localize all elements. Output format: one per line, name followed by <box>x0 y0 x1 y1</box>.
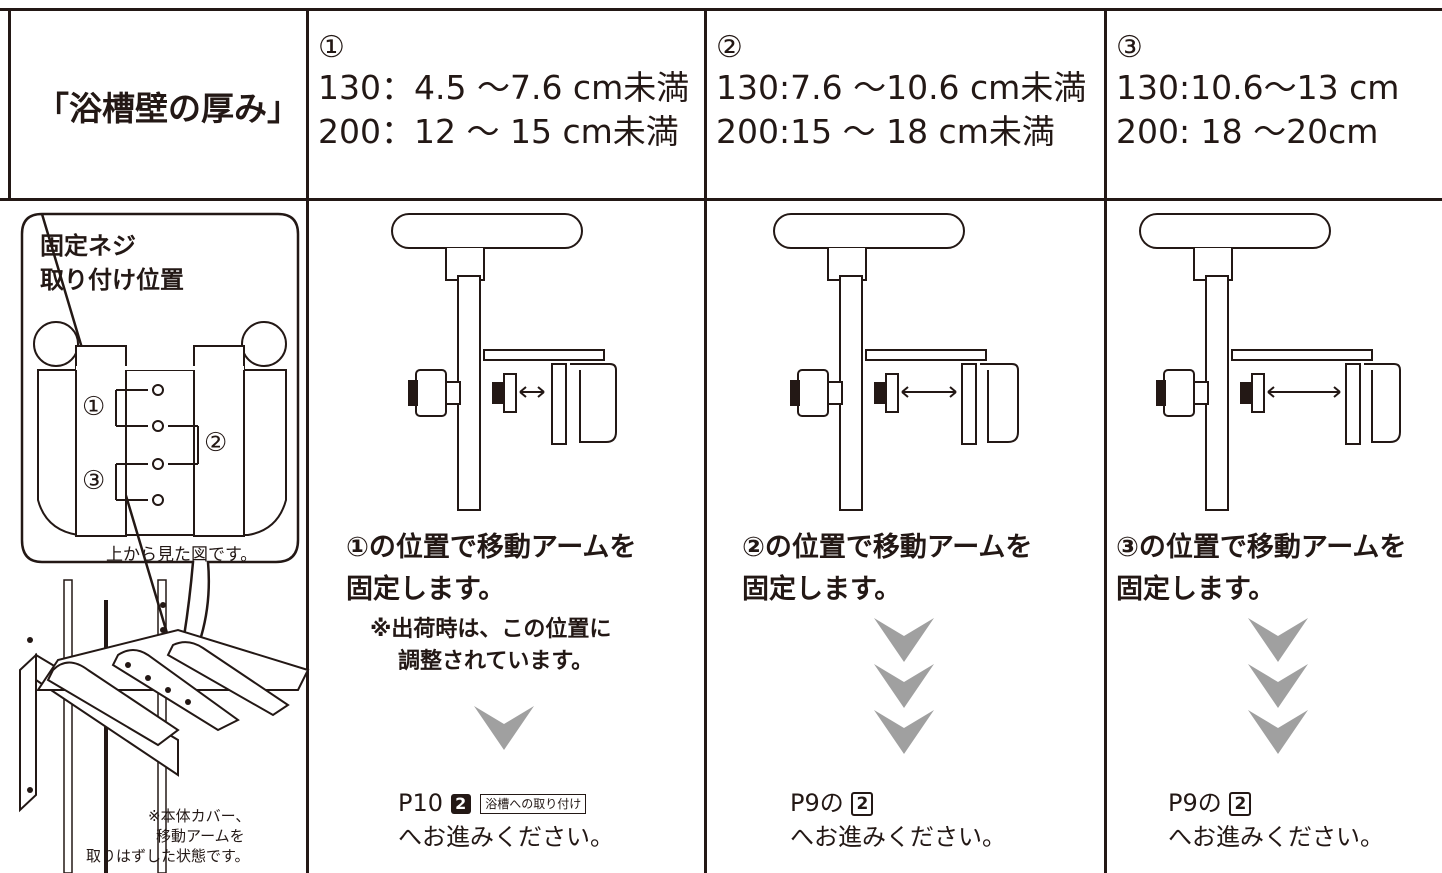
marker-position-1: ① <box>82 392 106 422</box>
wall-thickness-label: 「浴槽壁の厚み」 <box>36 89 300 128</box>
column-divider-3 <box>1104 8 1107 873</box>
header-column-2: ② 130:7.6 ～10.6 cm未満 200:15 ～ 18 cm未満 <box>716 30 1086 154</box>
step-2-goto-suffix: へお進みください。 <box>790 823 1006 851</box>
step-2-goto-line: P9の 2 <box>790 784 874 822</box>
step-3-goto-badge-number: 2 <box>1229 792 1252 816</box>
step-2-down-chevrons-icon <box>874 618 934 754</box>
header-column-3-number: ③ <box>1116 30 1143 65</box>
column-divider-1 <box>306 8 309 873</box>
step-1-shipping-note-line-1: ※出荷時は、この位置に <box>370 617 612 642</box>
step-1-shipping-note-line-2: 調整されています。 <box>398 649 594 674</box>
step-1-instruction-line-2: 固定します。 <box>346 574 506 605</box>
table-top-border <box>0 8 1442 11</box>
header-column-1-row-200: 200：12 ～ 15 cm未満 <box>318 112 679 151</box>
step-2-goto-badge-number: 2 <box>851 792 874 816</box>
step-3-goto-page: P9の <box>1168 789 1222 817</box>
removed-cover-note-line-2: 移動アームを <box>156 827 245 845</box>
marker-position-3: ③ <box>82 466 106 496</box>
callout-title-line-1: 固定ネジ <box>40 232 136 260</box>
step-1-goto-page: P10 <box>398 789 444 817</box>
step-3-down-chevrons-icon <box>1248 618 1308 754</box>
step-3-instruction-line-1: ③の位置で移動アームを <box>1116 532 1407 563</box>
header-column-2-row-130: 130:7.6 ～10.6 cm未満 <box>716 68 1087 107</box>
header-column-2-number: ② <box>716 30 743 65</box>
callout-caption: 上から見た図です。 <box>106 545 258 565</box>
step-1-goto-badge-text: 浴槽への取り付け <box>480 794 587 814</box>
header-column-1: ① 130：4.5 ～7.6 cm未満 200：12 ～ 15 cm未満 <box>318 30 689 154</box>
step-1-goto-suffix: へお進みください。 <box>398 823 614 851</box>
header-column-3: ③ 130:10.6～13 cm 200: 18 ～20cm <box>1116 30 1399 154</box>
arm-clamp-diagram-3 <box>1139 213 1401 511</box>
column-divider-2 <box>704 8 707 873</box>
removed-cover-note-line-3: 取りはずした状態です。 <box>86 847 250 865</box>
step-3-goto-suffix: へお進みください。 <box>1168 823 1384 851</box>
header-column-1-row-130: 130：4.5 ～7.6 cm未満 <box>318 68 690 107</box>
header-column-1-number: ① <box>318 30 345 65</box>
header-column-3-row-200: 200: 18 ～20cm <box>1116 112 1379 151</box>
step-1-down-chevron-icon <box>474 706 534 750</box>
step-1-goto-badge-number: 2 <box>450 794 471 814</box>
step-2-instruction-line-1: ②の位置で移動アームを <box>742 532 1033 563</box>
arm-clamp-diagram-2 <box>773 213 1019 511</box>
step-2-goto-page: P9の <box>790 789 844 817</box>
callout-title-line-2: 取り付け位置 <box>40 266 184 294</box>
step-2-instruction-line-2: 固定します。 <box>742 574 902 605</box>
header-column-3-row-130: 130:10.6～13 cm <box>1116 68 1400 107</box>
removed-cover-note-line-1: ※本体カバー、 <box>148 807 251 825</box>
step-3-instruction-line-2: 固定します。 <box>1116 574 1276 605</box>
step-3-goto-line: P9の 2 <box>1168 784 1252 822</box>
table-mid-border <box>0 198 1442 201</box>
step-1-instruction-line-1: ①の位置で移動アームを <box>346 532 637 563</box>
step-1-goto-line: P10 2 浴槽への取り付け <box>398 784 587 822</box>
header-column-2-row-200: 200:15 ～ 18 cm未満 <box>716 112 1055 151</box>
callout-bubble-illustration <box>19 212 310 873</box>
arm-clamp-diagram-1 <box>391 213 617 511</box>
marker-position-2: ② <box>204 428 228 458</box>
table-left-border <box>8 8 11 201</box>
